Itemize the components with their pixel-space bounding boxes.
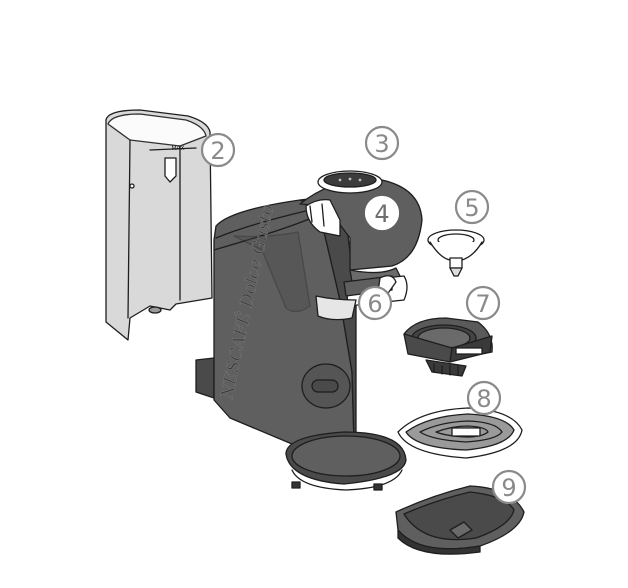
control-panel bbox=[317, 170, 383, 194]
capsule-holder bbox=[403, 317, 493, 377]
callout-2: 2 bbox=[200, 132, 236, 168]
drip-grid bbox=[397, 407, 523, 459]
tank-handle bbox=[164, 157, 177, 183]
callout-5: 5 bbox=[454, 189, 490, 225]
callout-5-label: 5 bbox=[464, 194, 479, 222]
nozzle bbox=[427, 229, 485, 277]
callout-3: 3 bbox=[364, 125, 400, 161]
tray-brand-text: GENIO S bbox=[486, 545, 511, 551]
callout-8-label: 8 bbox=[476, 385, 491, 413]
water-tank: MAX bbox=[105, 109, 213, 341]
callout-4: 4 bbox=[364, 195, 400, 231]
callout-7: 7 bbox=[465, 285, 501, 321]
callout-3-label: 3 bbox=[374, 130, 389, 158]
machine-body: NESCAFÉ Dolce Gusto bbox=[195, 198, 357, 449]
callout-9-label: 9 bbox=[501, 474, 516, 502]
callout-6-label: 6 bbox=[367, 290, 382, 318]
callout-8: 8 bbox=[466, 380, 502, 416]
callout-6: 6 bbox=[357, 285, 393, 321]
drip-tray: GENIO S bbox=[395, 485, 525, 555]
base-plate bbox=[285, 431, 407, 491]
max-mark-label: MAX bbox=[171, 146, 184, 152]
callout-2-label: 2 bbox=[210, 137, 225, 165]
callout-7-label: 7 bbox=[475, 290, 490, 318]
callout-9: 9 bbox=[491, 469, 527, 505]
callout-4-label: 4 bbox=[374, 200, 389, 228]
